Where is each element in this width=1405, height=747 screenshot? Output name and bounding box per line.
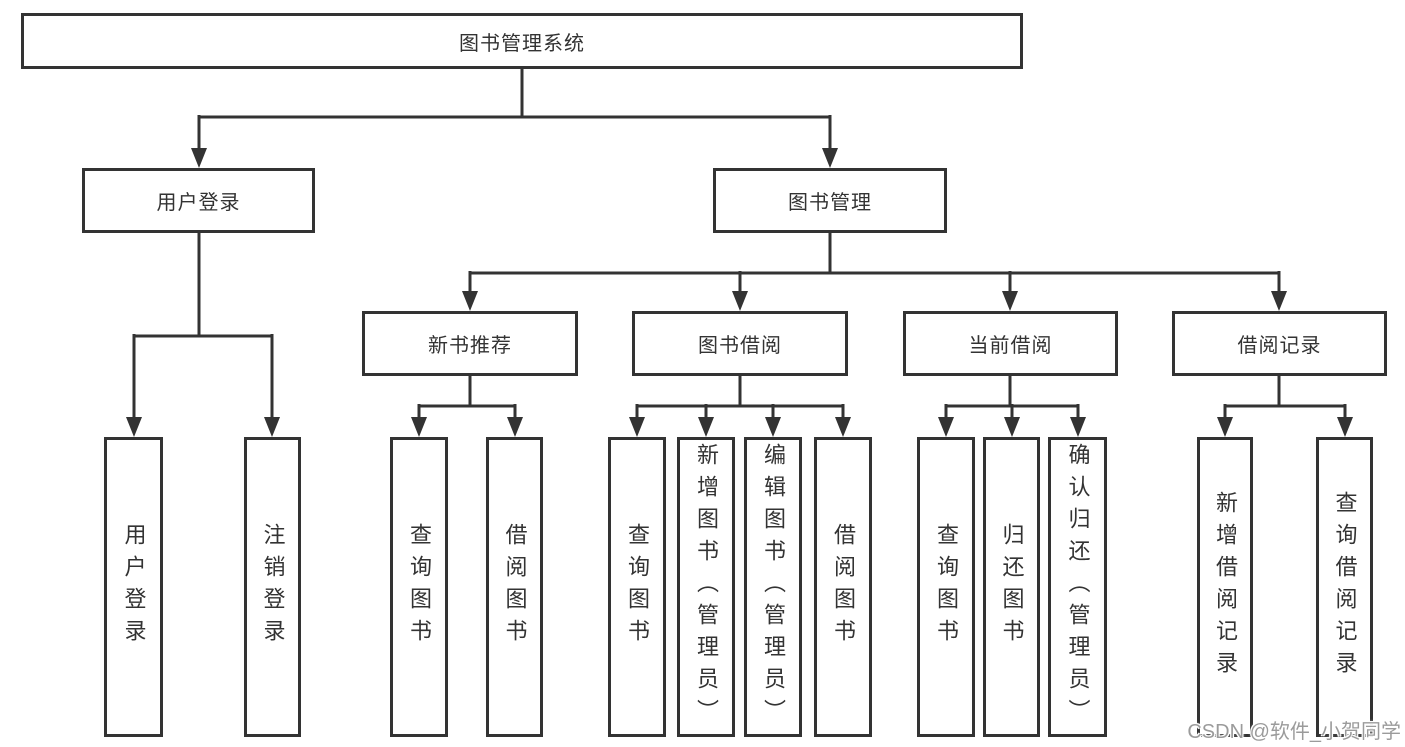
leaf-borrow-books-recommend: 借阅图书 xyxy=(486,437,543,737)
node-label: 用户登录 xyxy=(156,192,241,214)
node-label: 借阅记录 xyxy=(1237,335,1322,357)
leaf-borrow-books: 借阅图书 xyxy=(814,437,872,737)
node-current-borrow: 当前借阅 xyxy=(903,311,1118,376)
node-book-borrow: 图书借阅 xyxy=(632,311,848,376)
node-label: 归还图书 xyxy=(999,523,1025,651)
leaf-user-login: 用户登录 xyxy=(104,437,163,737)
leaf-query-books-recommend: 查询图书 xyxy=(390,437,448,737)
node-new-book-recommend: 新书推荐 xyxy=(362,311,578,376)
node-label: 图书管理系统 xyxy=(459,32,585,55)
leaf-return-books: 归还图书 xyxy=(983,437,1040,737)
leaf-query-borrow-record: 查询借阅记录 xyxy=(1316,437,1373,737)
node-label: 注销登录 xyxy=(260,523,286,651)
node-label: 当前借阅 xyxy=(968,335,1053,357)
leaf-add-borrow-record: 新增借阅记录 xyxy=(1197,437,1253,737)
node-label: 确认归还（管理员） xyxy=(1065,443,1091,731)
leaf-query-books-borrow: 查询图书 xyxy=(608,437,666,737)
node-label: 借阅图书 xyxy=(502,523,528,651)
node-label: 图书借阅 xyxy=(698,335,782,357)
leaf-query-books-current: 查询图书 xyxy=(917,437,975,737)
node-borrow-records: 借阅记录 xyxy=(1172,311,1387,376)
leaf-logout: 注销登录 xyxy=(244,437,301,737)
node-label: 编辑图书（管理员） xyxy=(761,443,786,731)
node-label: 查询借阅记录 xyxy=(1332,491,1358,683)
node-label: 查询图书 xyxy=(625,523,650,651)
node-label: 新增借阅记录 xyxy=(1213,491,1238,683)
node-label: 借阅图书 xyxy=(831,523,856,651)
node-label: 查询图书 xyxy=(934,523,959,651)
node-label: 图书管理 xyxy=(788,192,872,214)
node-user-login: 用户登录 xyxy=(82,168,315,233)
node-book-management: 图书管理 xyxy=(713,168,947,233)
node-label: 新增图书（管理员） xyxy=(694,443,719,731)
node-label: 用户登录 xyxy=(121,523,147,651)
node-label: 新书推荐 xyxy=(428,335,512,357)
node-label: 查询图书 xyxy=(407,523,432,651)
leaf-add-books-admin: 新增图书（管理员） xyxy=(677,437,735,737)
leaf-edit-books-admin: 编辑图书（管理员） xyxy=(744,437,802,737)
csdn-watermark: CSDN @软件_小贺同学 xyxy=(1187,721,1401,743)
node-library-management-system: 图书管理系统 xyxy=(21,13,1023,69)
leaf-confirm-return-admin: 确认归还（管理员） xyxy=(1048,437,1107,737)
